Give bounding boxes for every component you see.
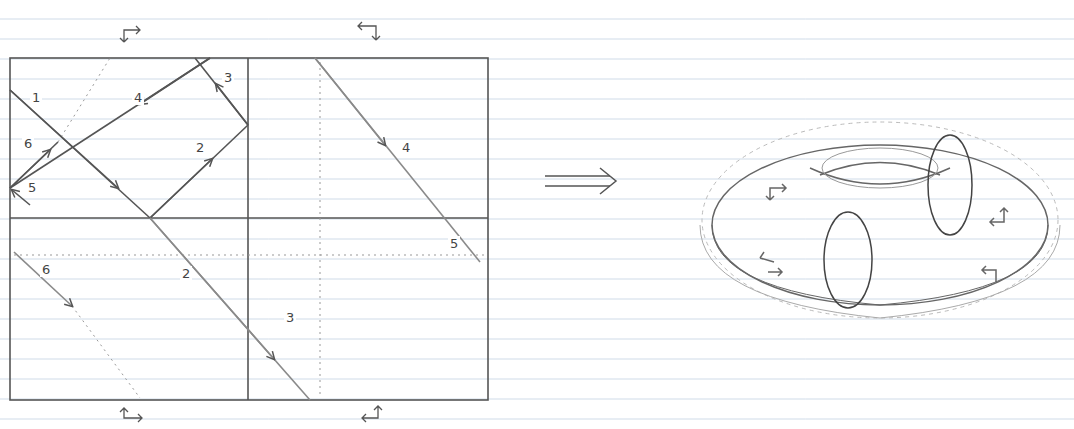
callout-number: 3 (284, 310, 296, 325)
callout-number: 4 (132, 90, 144, 105)
guide-lines (14, 58, 486, 398)
unrolled-line (14, 58, 480, 400)
callout-number: 5 (26, 180, 38, 195)
torus-square (10, 58, 488, 400)
implies-arrow (545, 168, 616, 194)
callout-number: 2 (194, 140, 206, 155)
callout-number: 4 (400, 140, 412, 155)
callout-number: 3 (222, 70, 234, 85)
rotation-symbols (120, 22, 382, 422)
callout-number: 1 (30, 90, 42, 105)
torus (700, 122, 1060, 318)
callout-number: 6 (22, 136, 34, 151)
callout-number: 2 (180, 266, 192, 281)
callout-number: 5 (448, 236, 460, 251)
callout-number: 6 (40, 262, 52, 277)
trajectory (10, 58, 248, 218)
